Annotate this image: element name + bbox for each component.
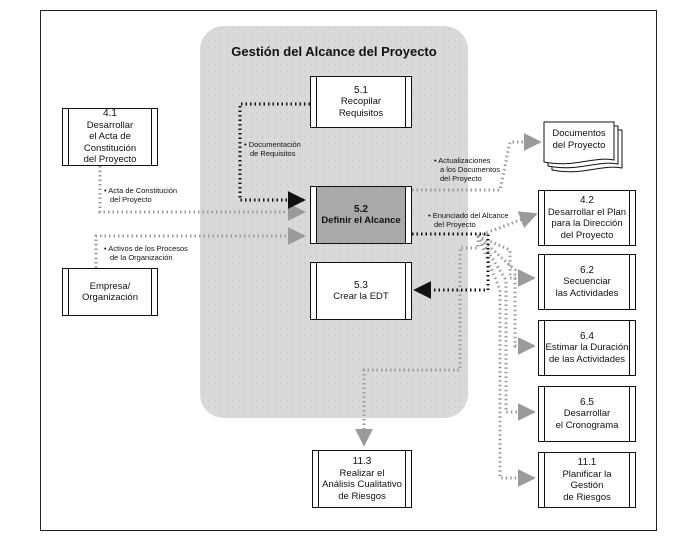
label-line: del Proyecto (110, 195, 152, 204)
label-line: • Activos de los Procesos (104, 244, 188, 253)
node-line: Documentos (552, 128, 606, 139)
arrow-acta-to-definir (98, 166, 306, 221)
node-line: Organización (82, 292, 138, 303)
node-line: del Proyecto (560, 229, 614, 241)
node-number: 6.5 (580, 396, 594, 408)
node-cronograma[interactable]: 6.5 Desarrollar el Cronograma (538, 386, 636, 442)
node-line: Estimar la Duración (545, 342, 629, 354)
node-line: Desarrollar el Plan (547, 206, 627, 218)
label-actualizaciones-documentos: • Actualizaciones a los Documentos del P… (434, 156, 500, 183)
arrow-definir-to-riesgos-analisis (355, 236, 480, 447)
node-line: de Riesgos (338, 490, 386, 502)
label-line: a los Documentos (440, 165, 501, 174)
documents-stack-icon (543, 121, 623, 173)
label-enunciado-alcance: • Enunciado del Alcance del Proyecto (428, 211, 509, 229)
node-riesgos-analisis[interactable]: 11.3 Realizar el Análisis Cualitativo de… (312, 450, 412, 508)
label-acta-constitucion: • Acta de Constitución del Proyecto (104, 186, 177, 204)
label-line: del Proyecto (440, 174, 482, 183)
label-line: • Enunciado del Alcance (428, 211, 509, 220)
node-line: para la Dirección (551, 218, 623, 229)
node-number: 5.3 (354, 279, 368, 291)
node-duracion[interactable]: 6.4 Estimar la Duración de las Actividad… (538, 320, 636, 376)
node-riesgos-plan[interactable]: 11.1 Planificar la Gestión de Riesgos (538, 452, 636, 508)
node-plan[interactable]: 4.2 Desarrollar el Plan para la Direcció… (538, 190, 636, 246)
node-line: Recopilar (340, 96, 382, 108)
node-number: 5.1 (354, 84, 368, 96)
node-number: 6.2 (580, 264, 594, 276)
node-documentos[interactable]: Documentos del Proyecto (542, 128, 616, 151)
node-line: del Proyecto (83, 154, 137, 166)
node-number: 5.2 (354, 203, 368, 215)
node-line: Planificar la Gestión (562, 468, 612, 492)
node-empresa[interactable]: Empresa/ Organización (62, 268, 158, 316)
label-line: de la Organización (110, 253, 173, 262)
node-crear-edt[interactable]: 5.3 Crear la EDT (310, 262, 412, 320)
node-definir-alcance[interactable]: 5.2 Definir el Alcance (310, 186, 412, 244)
node-line: de Riesgos (563, 491, 611, 503)
node-line: Empresa/ (89, 280, 131, 292)
node-line: Definir el Alcance (321, 215, 401, 226)
node-recopilar[interactable]: 5.1 Recopilar Requisitos (310, 76, 412, 128)
label-line: • Acta de Constitución (104, 186, 178, 195)
label-line: • Documentación (244, 140, 301, 149)
node-line: el Acta de (89, 131, 131, 143)
diagram-frame (40, 10, 657, 531)
arrow-empresa-to-definir (94, 227, 306, 268)
node-line: Constitución (83, 142, 137, 154)
arrow-definir-to-edt (412, 232, 490, 299)
node-number: 4.1 (103, 108, 117, 120)
scope-title: Gestión del Alcance del Proyecto (231, 44, 437, 59)
node-line: Secuenciar (563, 276, 611, 288)
node-line: Desarrollar (86, 119, 134, 131)
label-activos-procesos: • Activos de los Procesos de la Organiza… (104, 244, 188, 262)
node-acta[interactable]: 4.1 Desarrollar el Acta de Constitución … (62, 108, 158, 166)
arrow-definir-to-cronograma (476, 235, 536, 421)
node-line: Realizar el (339, 467, 385, 479)
arrow-definir-to-duracion (476, 234, 536, 355)
node-number: 11.3 (352, 456, 372, 467)
arrow-definir-to-plan (477, 211, 538, 238)
label-line: • Actualizaciones (434, 156, 491, 165)
label-documentacion-requisitos: • Documentación de Requisitos (244, 140, 301, 158)
node-secuenciar[interactable]: 6.2 Secuenciar las Actividades (538, 254, 636, 310)
label-line: del Proyecto (434, 220, 476, 229)
node-number: 4.2 (580, 195, 594, 206)
node-line: Crear la EDT (333, 291, 389, 302)
node-number: 11.1 (577, 457, 597, 468)
node-line: Requisitos (338, 107, 384, 119)
node-line: del Proyecto (552, 139, 606, 151)
node-line: el Cronograma (555, 419, 619, 431)
label-line: de Requisitos (250, 149, 296, 158)
arrow-recopilar-to-definir (238, 102, 310, 209)
node-line: las Actividades (555, 287, 619, 299)
node-number: 6.4 (580, 330, 594, 342)
arrow-definir-to-riesgos-plan (476, 235, 536, 487)
node-line: Desarrollar (563, 408, 611, 420)
node-line: Análisis Cualitativo (322, 479, 402, 490)
node-line: de las Actividades (548, 353, 626, 365)
